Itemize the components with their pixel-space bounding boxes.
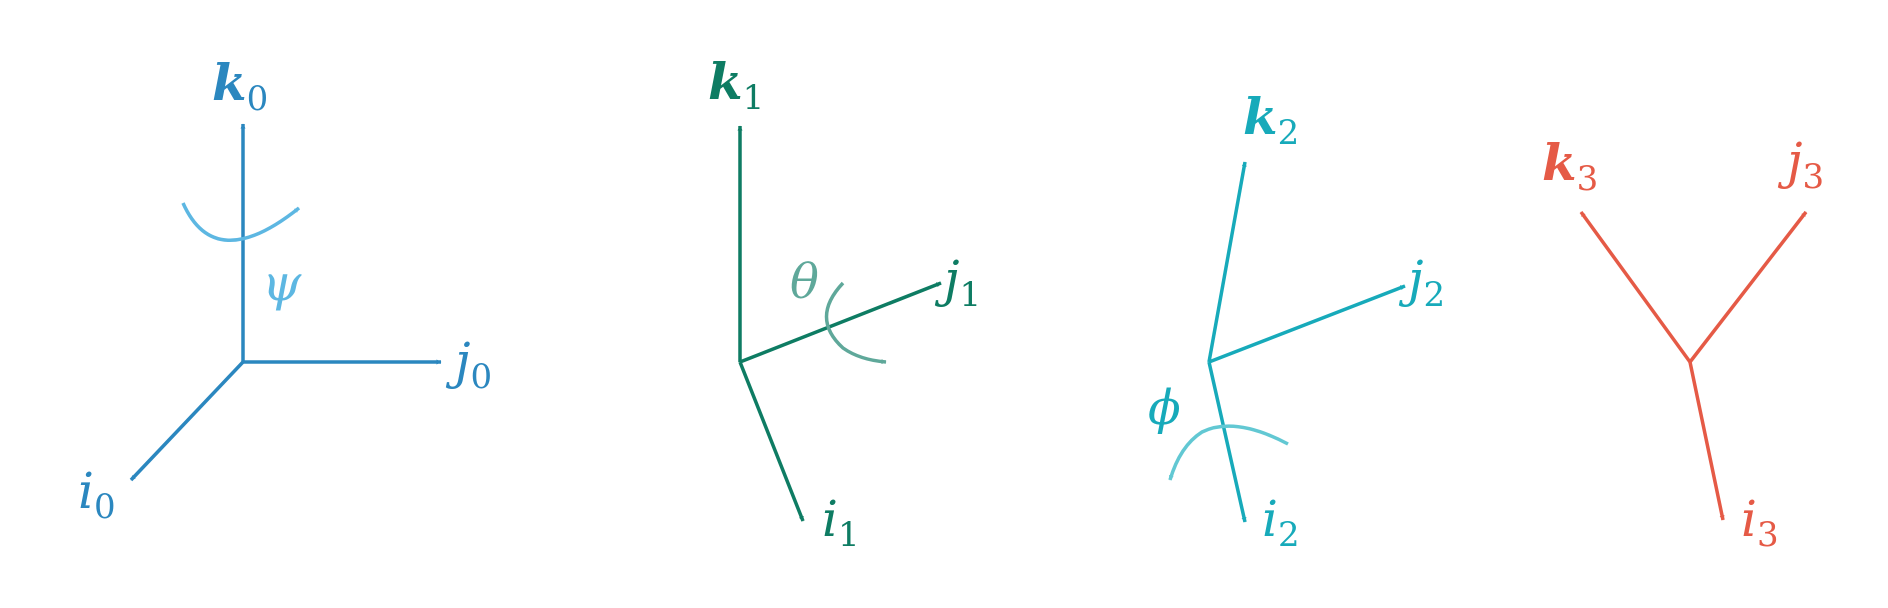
j2-axis <box>1208 284 1406 364</box>
psi-rotation-arrow <box>181 202 301 242</box>
k3-axis <box>1579 210 1692 364</box>
frame-0: k0 j0 i0 ψ <box>78 53 492 527</box>
j3-axis <box>1688 210 1808 364</box>
j0-label: j0 <box>445 332 492 397</box>
k1-label: k1 <box>708 52 764 118</box>
j2-label: j2 <box>1398 250 1445 315</box>
k0-label: k0 <box>212 53 268 119</box>
k3-label: k3 <box>1542 133 1598 199</box>
j1-axis <box>739 281 942 364</box>
frame-1: k1 j1 i1 θ <box>708 52 981 555</box>
i0-axis <box>129 360 245 482</box>
k2-axis <box>1207 161 1247 363</box>
i3-label: i3 <box>1741 490 1779 555</box>
phi-rotation-arrow <box>1168 424 1289 481</box>
frame-3: k3 j3 i3 <box>1542 132 1824 555</box>
frame-2: k2 j2 i2 ϕ <box>1148 87 1445 555</box>
i2-label: i2 <box>1262 490 1300 555</box>
i3-axis <box>1688 361 1725 521</box>
i1-axis <box>738 361 805 522</box>
theta-rotation-arrow <box>824 281 887 365</box>
i0-label: i0 <box>78 462 116 527</box>
psi-label: ψ <box>262 254 302 312</box>
j3-label: j3 <box>1777 132 1824 197</box>
k2-label: k2 <box>1243 87 1299 153</box>
theta-label: θ <box>790 254 819 310</box>
i1-label: i1 <box>822 490 860 555</box>
i2-axis <box>1207 361 1247 523</box>
phi-label: ϕ <box>1148 380 1181 436</box>
j1-label: j1 <box>934 250 981 315</box>
